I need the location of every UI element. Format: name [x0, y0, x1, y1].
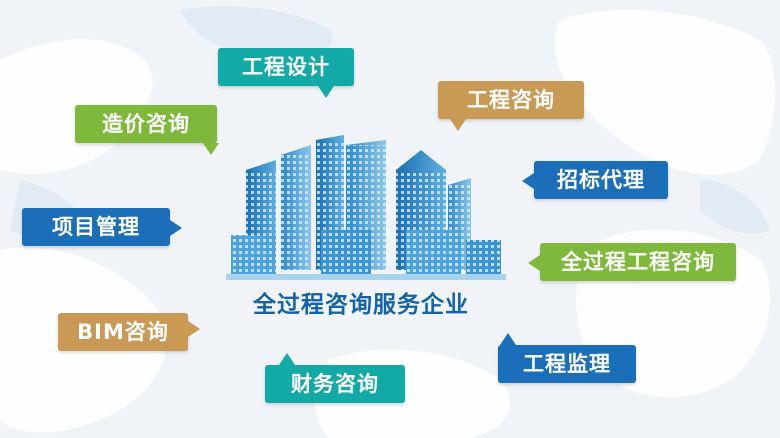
bubble-finance-label: 财务咨询: [291, 372, 379, 396]
bubble-bim-label: BIM咨询: [77, 320, 169, 344]
bubble-consult[interactable]: 工程咨询: [438, 81, 584, 131]
bubble-cost-label: 造价咨询: [102, 112, 190, 136]
bubble-project-mgmt[interactable]: 项目管理: [22, 208, 182, 246]
city-buildings-icon: [226, 135, 506, 280]
bubble-design[interactable]: 工程设计: [218, 48, 354, 98]
bubble-finance[interactable]: 财务咨询: [265, 353, 405, 403]
bubble-bim[interactable]: BIM咨询: [58, 313, 200, 351]
bubble-bidding[interactable]: 招标代理: [522, 161, 668, 199]
bubble-consult-label: 工程咨询: [467, 88, 555, 112]
bubble-full-process-label: 全过程工程咨询: [561, 250, 715, 274]
bubble-supervision[interactable]: 工程监理: [498, 333, 636, 383]
bubble-full-process[interactable]: 全过程工程咨询: [528, 243, 736, 281]
bubble-project-mgmt-label: 项目管理: [52, 215, 140, 239]
bubble-cost[interactable]: 造价咨询: [75, 105, 219, 155]
bubble-supervision-label: 工程监理: [523, 352, 611, 376]
center-title: 全过程咨询服务企业: [253, 292, 469, 318]
bubble-design-label: 工程设计: [242, 55, 330, 79]
bubble-bidding-label: 招标代理: [557, 168, 645, 192]
